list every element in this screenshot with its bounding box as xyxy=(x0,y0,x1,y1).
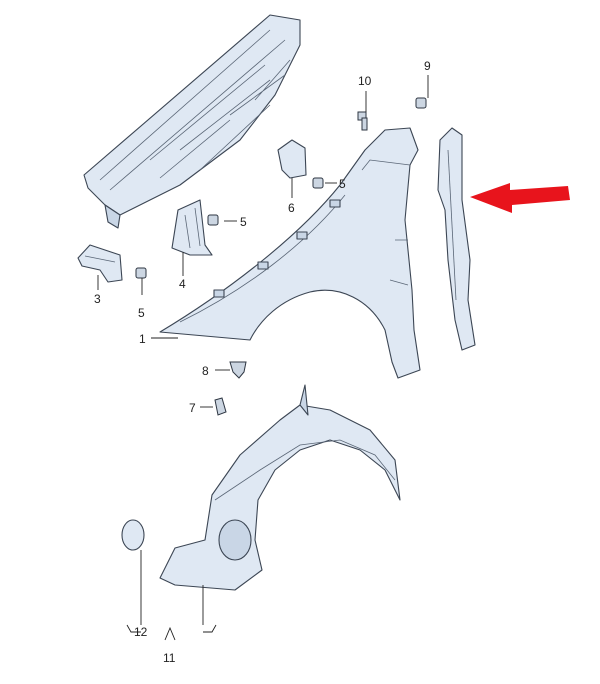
callout-12: 12 xyxy=(134,625,148,639)
red-arrow-icon xyxy=(470,183,570,213)
fender-tab xyxy=(329,199,341,208)
bracket-part-3 xyxy=(77,244,123,283)
callout-5: 5 xyxy=(138,306,145,320)
bolt-icon xyxy=(357,111,368,131)
callout-3: 3 xyxy=(94,292,101,306)
bracket-part-4 xyxy=(171,199,213,256)
callout-5: 5 xyxy=(339,177,346,191)
wheel-arch-liner-part-11 xyxy=(159,384,401,591)
callout-1: 1 xyxy=(139,332,146,346)
callout-10: 10 xyxy=(358,74,372,88)
bracket-part-6 xyxy=(277,139,307,179)
callout-8: 8 xyxy=(202,364,209,378)
fender-part-1 xyxy=(159,127,421,379)
callout-9: 9 xyxy=(424,59,431,73)
callout-6: 6 xyxy=(288,201,295,215)
fender-tab xyxy=(257,261,269,270)
fender-tab xyxy=(296,231,308,240)
cover-cap-part-12 xyxy=(121,519,145,551)
seal-strip-part-2 xyxy=(437,127,476,351)
clip-icon xyxy=(214,361,247,416)
callout-11: 11 xyxy=(163,651,176,665)
fender-tab xyxy=(213,289,225,298)
leader-lines xyxy=(97,75,429,641)
callout-4: 4 xyxy=(179,277,186,291)
callout-7: 7 xyxy=(189,401,196,415)
callout-5: 5 xyxy=(240,215,247,229)
nut-icon xyxy=(135,97,427,279)
inner-structure-part xyxy=(83,14,301,229)
liner-opening xyxy=(218,519,252,561)
